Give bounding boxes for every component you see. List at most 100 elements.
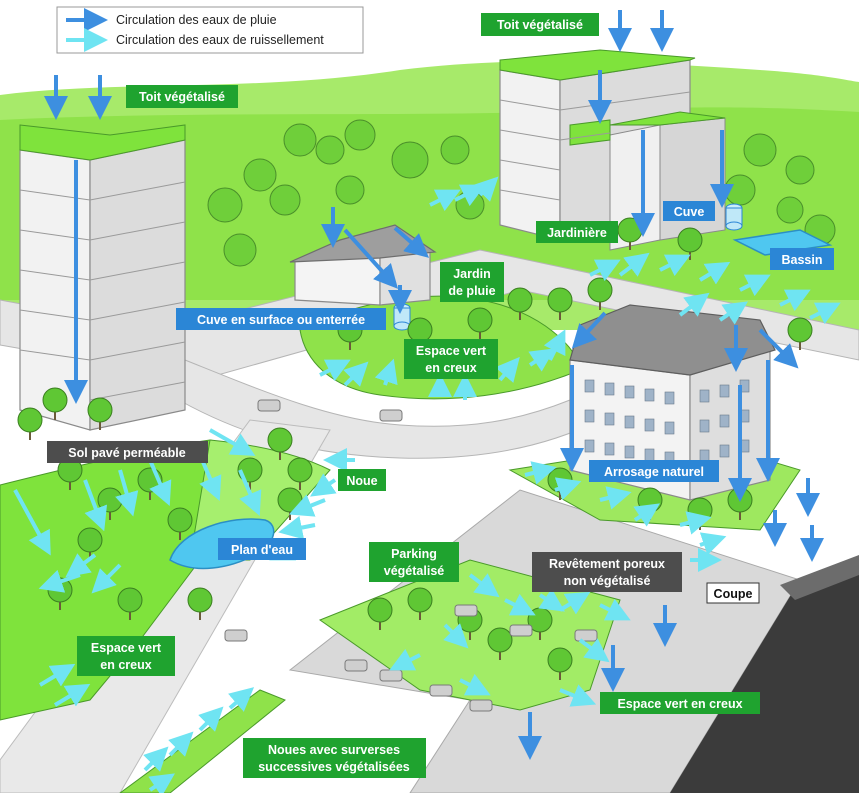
- tank-icon: [393, 303, 411, 331]
- car-icon: [454, 604, 478, 617]
- tree-icon: [367, 597, 393, 630]
- car-icon: [344, 659, 368, 672]
- runoff-arrow-icon: [779, 289, 811, 312]
- label-evc-left-line2: en creux: [100, 658, 151, 672]
- label-bassin: Bassin: [782, 253, 823, 267]
- label-jardin-line2: de pluie: [448, 284, 495, 298]
- runoff-arrow-icon: [543, 329, 566, 361]
- runoff-arrow-icon: [38, 663, 76, 687]
- runoff-arrow-icon: [459, 673, 491, 696]
- runoff-arrow-icon: [599, 486, 632, 510]
- car-icon: [429, 684, 453, 697]
- label-parking-line2: végétalisé: [384, 564, 445, 578]
- runoff-arrow-icon: [468, 573, 500, 598]
- tree-icon: [187, 587, 213, 620]
- label-noues-line2: successives végétalisées: [258, 760, 410, 774]
- labels: Toit végétalisé Toit végétalisé Jardiniè…: [47, 13, 834, 778]
- runoff-arrow-icon: [53, 683, 91, 707]
- legend-rain-label: Circulation des eaux de pluie: [116, 13, 277, 27]
- label-noues-line1: Noues avec surverses: [268, 743, 400, 757]
- label-toit-top: Toit végétalisé: [497, 18, 583, 32]
- section-ground: [780, 555, 859, 600]
- runoff-arrow-icon: [589, 259, 621, 282]
- runoff-arrow-icon: [278, 515, 316, 540]
- tree-icon: [167, 507, 193, 540]
- runoff-arrow-icon: [115, 469, 139, 517]
- car-icon: [379, 669, 403, 682]
- rain-arrow-icon: [393, 226, 430, 258]
- runoff-arrow-icon: [168, 731, 194, 757]
- runoff-arrow-icon: [679, 511, 712, 535]
- runoff-arrow-icon: [473, 176, 499, 202]
- runoff-arrow-icon: [698, 261, 731, 285]
- car-icon: [469, 699, 493, 712]
- runoff-arrow-icon: [429, 189, 461, 212]
- car-icon: [224, 629, 248, 642]
- runoff-arrow-icon: [524, 461, 557, 485]
- tree-icon: [467, 307, 493, 340]
- tree-icon: [57, 457, 83, 490]
- tree-icon: [267, 427, 293, 460]
- tree-icon: [407, 587, 433, 620]
- runoff-arrow-icon: [238, 469, 262, 517]
- label-cuve: Cuve: [674, 205, 705, 219]
- runoff-arrow-icon: [633, 503, 660, 527]
- runoff-arrow-icon: [528, 348, 555, 372]
- runoff-arrow-icon: [143, 746, 169, 772]
- tree-icon: [787, 317, 813, 350]
- tree-icon: [507, 287, 533, 320]
- tree-icon: [87, 397, 113, 430]
- runoff-arrow-icon: [91, 563, 122, 594]
- label-revetement-line1: Revêtement poreux: [549, 557, 665, 571]
- runoff-arrow-icon: [559, 684, 597, 707]
- label-evc-left-line1: Espace vert: [91, 641, 162, 655]
- runoff-arrow-icon: [809, 302, 841, 325]
- tree-icon: [287, 457, 313, 490]
- runoff-arrow-icon: [389, 648, 421, 671]
- runoff-arrow-icon: [374, 358, 398, 386]
- label-toit-left: Toit végétalisé: [139, 90, 225, 104]
- label-jardin-line1: Jardin: [453, 267, 491, 281]
- building-left: [19, 124, 186, 431]
- runoff-arrow-icon: [578, 638, 610, 663]
- runoff-arrow-icon: [678, 292, 710, 317]
- rain-arrow-icon: [571, 311, 607, 349]
- runoff-arrow-icon: [443, 623, 469, 649]
- tree-icon: [487, 627, 513, 660]
- runoff-arrow-icon: [83, 479, 108, 532]
- cars: [224, 399, 598, 712]
- label-evc-right: Espace vert en creux: [617, 697, 742, 711]
- runoff-arrow-icon: [310, 473, 337, 497]
- label-plan-eau: Plan d'eau: [231, 543, 293, 557]
- label-parking-line1: Parking: [391, 547, 437, 561]
- runoff-arrow-icon: [65, 553, 97, 578]
- label-cuve-surface: Cuve en surface ou enterrée: [197, 313, 365, 327]
- legend-runoff-label: Circulation des eaux de ruissellement: [116, 33, 324, 47]
- runoff-arrow-icon: [454, 184, 486, 207]
- label-coupe: Coupe: [714, 587, 753, 601]
- runoff-arrow-icon: [288, 494, 326, 517]
- rain-arrow-icon: [758, 328, 799, 369]
- runoff-arrow-icon: [599, 598, 631, 621]
- basin: [732, 229, 833, 256]
- runoff-arrow-icon: [343, 361, 369, 387]
- runoff-arrow-icon: [718, 301, 748, 325]
- runoff-arrow-icon: [319, 359, 351, 382]
- tree-icon: [677, 227, 703, 260]
- label-evc-center-line2: en creux: [425, 361, 476, 375]
- rain-arrows: [44, 10, 824, 760]
- label-arrosage: Arrosage naturel: [604, 465, 704, 479]
- label-sol-pave: Sol pavé perméable: [68, 446, 185, 460]
- rain-arrow-icon: [343, 228, 399, 289]
- runoff-arrow-icon: [504, 593, 536, 616]
- runoff-arrow-icon: [13, 489, 51, 556]
- car-icon: [379, 409, 403, 422]
- tree-icon: [547, 647, 573, 680]
- runoff-arrow-icon: [554, 477, 582, 501]
- runoff-arrow-icon: [198, 706, 224, 732]
- legend: Circulation des eaux de pluie Circulatio…: [56, 6, 364, 54]
- runoff-arrow-icon: [558, 591, 591, 615]
- runoff-arrow-icon: [228, 687, 255, 712]
